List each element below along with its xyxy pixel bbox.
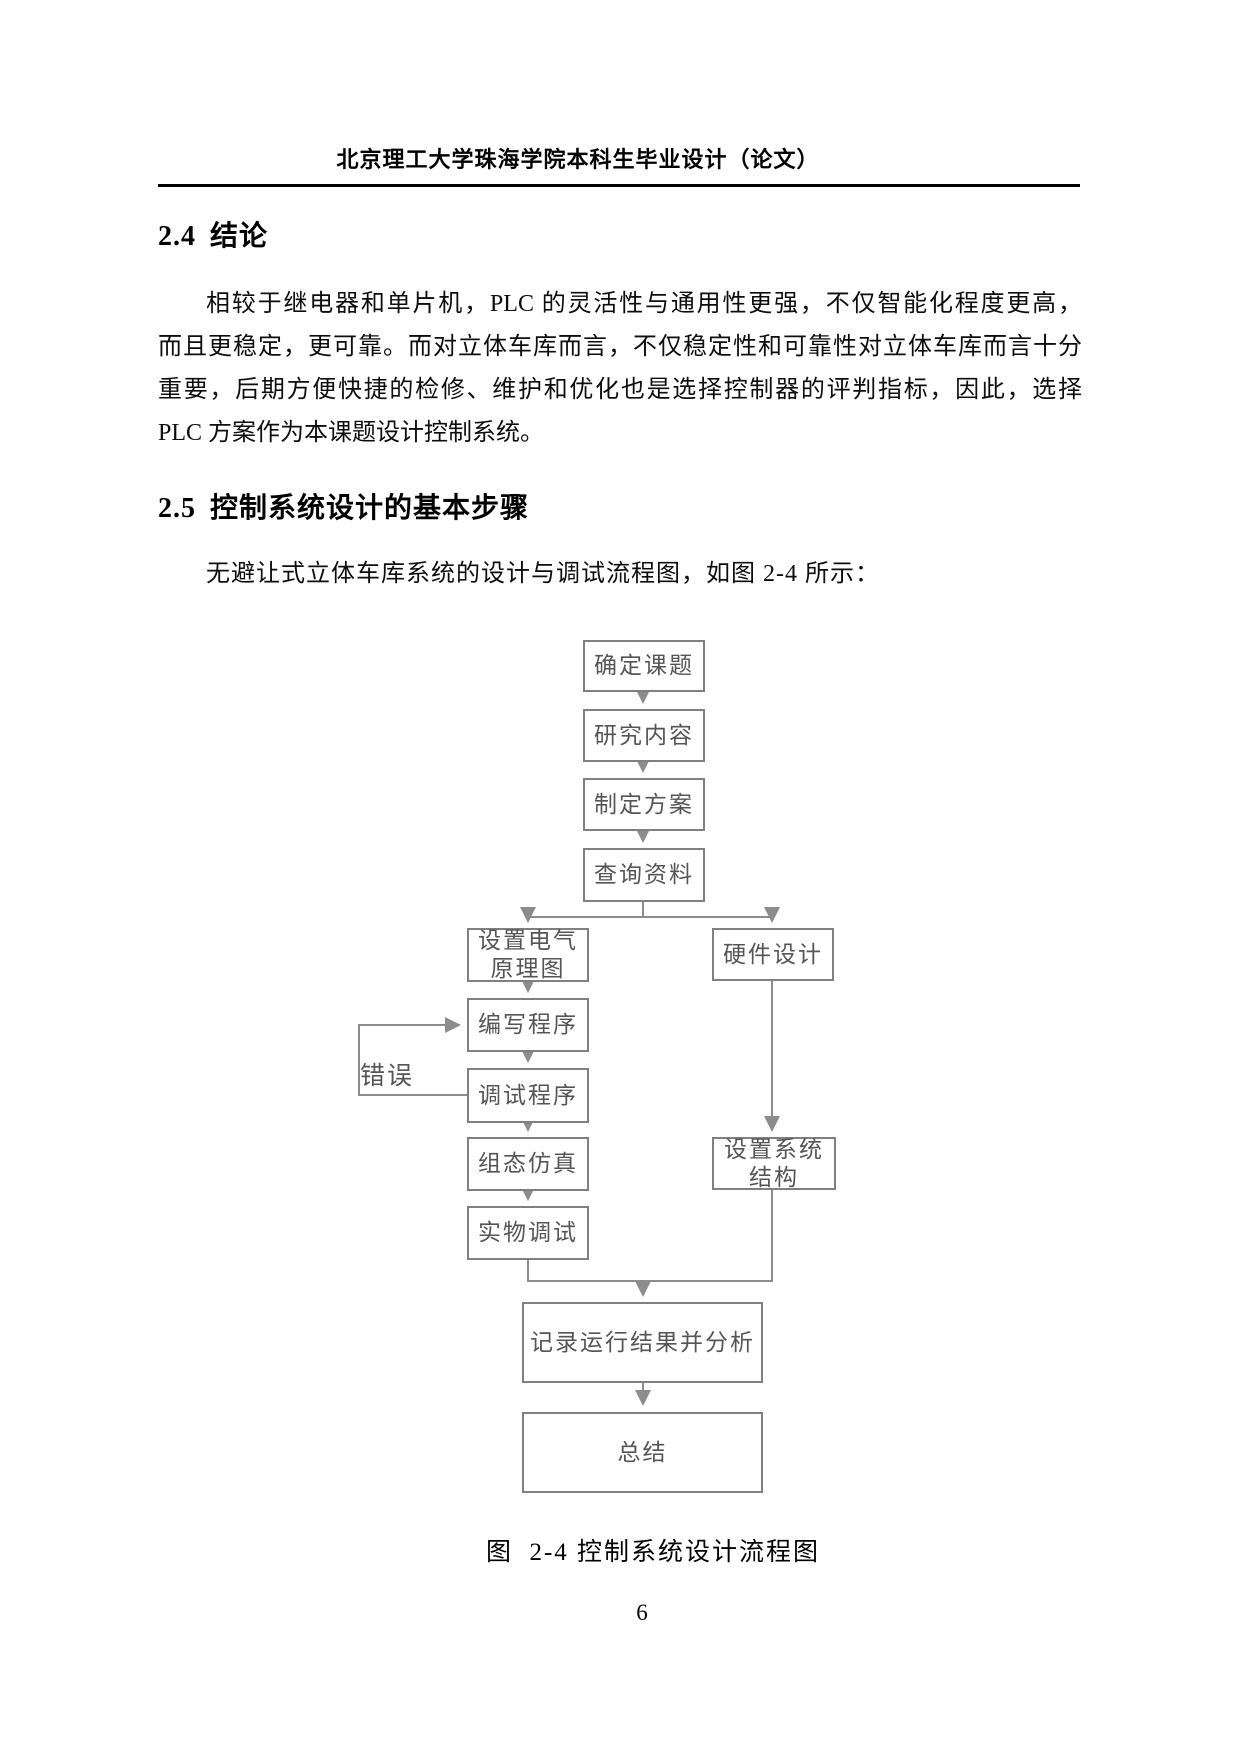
flow-node-write-program: 编写程序	[467, 998, 589, 1052]
flow-node-consult-materials: 查询资料	[583, 848, 705, 902]
figure-caption: 图 2-4 控制系统设计流程图	[485, 1539, 821, 1566]
paragraph-2-5-intro: 无避让式立体车库系统的设计与调试流程图，如图 2-4 所示：	[206, 561, 880, 587]
flow-node-summary: 总结	[522, 1412, 763, 1493]
flow-node-record-analyze-results: 记录运行结果并分析	[522, 1302, 763, 1383]
header-divider	[158, 184, 1080, 187]
flow-node-confirm-topic: 确定课题	[583, 640, 705, 692]
section-heading-2-4: 2.4 结论	[158, 214, 268, 254]
section-number: 2.5	[158, 493, 196, 524]
paragraph-line: PLC 方案作为本课题设计控制系统。	[158, 420, 545, 446]
paragraph-2-4: 相较于继电器和单片机，PLC 的灵活性与通用性更强，不仅智能化程度更高， 而且更…	[158, 283, 1082, 455]
paragraph-line: 重要，后期方便快捷的检修、维护和优化也是选择控制器的评判指标，因此，选择	[158, 377, 1082, 403]
section-heading-2-5: 2.5 控制系统设计的基本步骤	[158, 486, 529, 526]
flow-node-physical-debugging: 实物调试	[467, 1206, 589, 1260]
flow-node-research-content: 研究内容	[583, 709, 705, 762]
flow-node-debug-program: 调试程序	[467, 1068, 589, 1123]
paragraph-line: 而且更稳定，更可靠。而对立体车库而言，不仅稳定性和可靠性对立体车库而言十分	[158, 334, 1082, 360]
flow-node-system-structure: 设置系统 结构	[712, 1136, 836, 1190]
page-number: 6	[636, 1600, 648, 1625]
section-title: 控制系统设计的基本步骤	[210, 493, 530, 524]
header-title: 北京理工大学珠海学院本科生毕业设计（论文）	[336, 148, 820, 173]
section-number: 2.4	[158, 221, 196, 252]
flow-node-hardware-design: 硬件设计	[712, 928, 834, 981]
flow-node-make-plan: 制定方案	[583, 778, 705, 831]
section-title: 结论	[210, 221, 269, 252]
error-loop-label: 错误	[360, 1062, 415, 1090]
paragraph-line: 相较于继电器和单片机，PLC 的灵活性与通用性更强，不仅智能化程度更高，	[206, 291, 1082, 317]
flow-node-configuration-simulation: 组态仿真	[467, 1137, 589, 1191]
flow-node-electrical-schematic: 设置电气 原理图	[467, 927, 589, 982]
